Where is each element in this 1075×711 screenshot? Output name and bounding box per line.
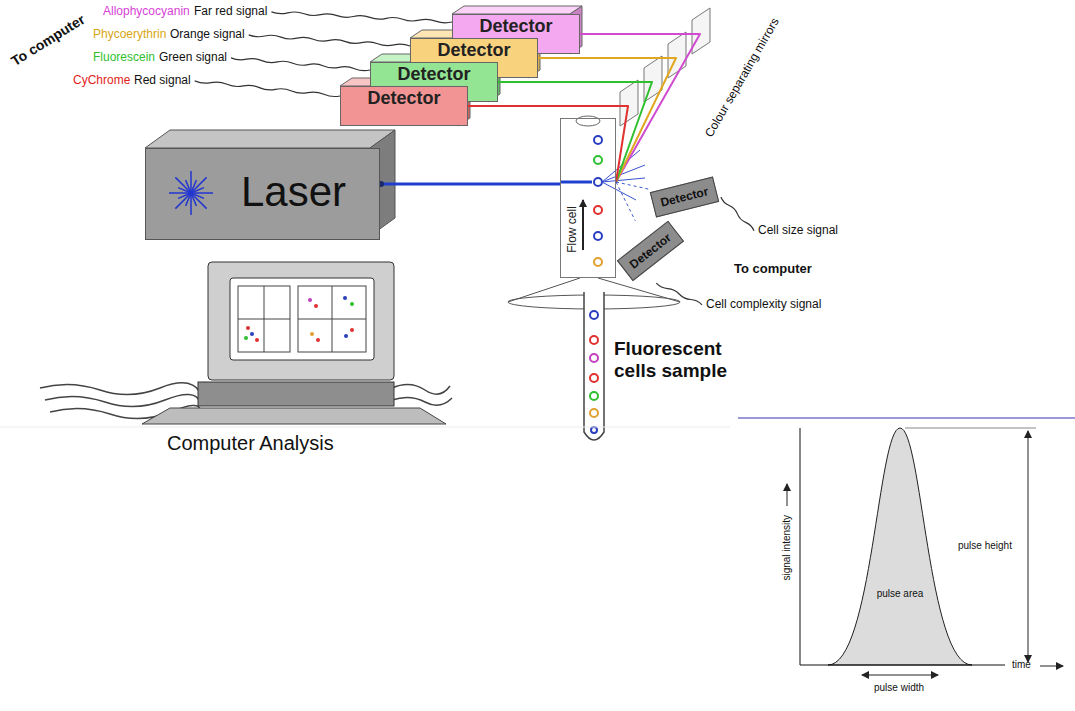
axis-label: signal intensity [781, 515, 793, 581]
light-beam [580, 34, 700, 182]
sample-label: Fluorescent cells sample [614, 338, 764, 382]
signal-wire [721, 197, 754, 231]
computer-monitor [208, 262, 394, 380]
light-beam [616, 182, 650, 189]
sample-tube [584, 292, 604, 440]
signal-name: Cell size signal [758, 224, 838, 238]
signal-wire [656, 283, 702, 305]
detector-label: Detector [371, 63, 497, 84]
pulse-curve [828, 428, 972, 665]
laser-ray [186, 180, 191, 193]
signal-name: Far red signal [194, 5, 267, 19]
light-beam [498, 82, 652, 182]
laser-box: Laser [145, 148, 380, 240]
detector-top [452, 6, 582, 14]
laser-ray [191, 177, 207, 193]
axis-label: time [1012, 659, 1031, 671]
light-beam [616, 182, 635, 221]
flow-cell: Flow cell [560, 118, 616, 278]
dye-name: Phycoerythrin [93, 28, 166, 42]
scatter-rays [602, 150, 645, 200]
detector-box: Detector [617, 221, 684, 281]
laser-ray [178, 193, 191, 198]
dye-name: Fluorescein [93, 51, 155, 65]
signal-name: Green signal [159, 51, 227, 65]
screen-dots [244, 296, 354, 342]
width-arrow [862, 675, 938, 676]
laser-ray [191, 192, 213, 194]
graph-label: pulse area [876, 588, 924, 600]
detector-label: Detector [341, 87, 467, 108]
signal-wire [271, 12, 452, 23]
laser-ray [191, 193, 196, 206]
detector-box: Detector [650, 177, 719, 218]
flow-cell-label: Flow cell [565, 206, 578, 253]
laser-ray [191, 193, 207, 209]
computer-stand [142, 408, 446, 424]
computer-base [198, 382, 394, 406]
colour-mirrors [620, 8, 710, 126]
laser-top [145, 130, 395, 148]
detector-box: Detector [340, 86, 468, 126]
height-arrow [1028, 431, 1029, 662]
detector-label: Detector [659, 184, 710, 209]
graph-top-line [738, 417, 1075, 419]
screen-plots [238, 286, 366, 352]
graph-label: pulse height [958, 540, 1012, 552]
light-beam [380, 182, 560, 185]
time-arrow [1040, 666, 1063, 667]
laser-ray [190, 193, 192, 215]
y-axis [800, 428, 801, 665]
computer-screen [230, 278, 374, 360]
detector-label: Detector [411, 39, 537, 60]
intensity-arrow [787, 484, 788, 506]
signal-wire [195, 81, 340, 97]
destination-label: To computer [8, 11, 88, 69]
light-beam [538, 58, 676, 182]
computer-label: Computer Analysis [167, 432, 334, 455]
dye-name: CyChrome [73, 74, 130, 88]
signal-name: Cell complexity signal [706, 298, 821, 312]
graph-label: pulse width [874, 682, 924, 694]
laser-starburst [146, 149, 236, 237]
laser-label: Laser [146, 149, 379, 235]
mirror-label: Colour separating mirrors [702, 16, 782, 140]
divider-line [0, 427, 730, 428]
signal-name: Red signal [134, 74, 191, 88]
x-axis [800, 665, 1005, 666]
detector-label: Detector [453, 15, 579, 36]
laser-ray [175, 193, 191, 209]
laser-ray [190, 171, 192, 193]
laser-ray [175, 177, 191, 193]
height-top-line [905, 428, 1036, 429]
cells-in-flow [594, 136, 602, 266]
cells-in-tube [590, 311, 598, 433]
signal-wire [249, 35, 410, 46]
detector-label: Detector [627, 230, 674, 271]
destination-label: To computer [734, 262, 812, 277]
laser-ray [169, 192, 191, 194]
signal-name: Orange signal [170, 28, 245, 42]
signal-wire [231, 58, 370, 71]
flow-arrow [582, 200, 584, 250]
dye-name: Allophycocyanin [103, 5, 190, 19]
laser-ray [191, 188, 204, 193]
laser-beam-inner [560, 181, 592, 184]
